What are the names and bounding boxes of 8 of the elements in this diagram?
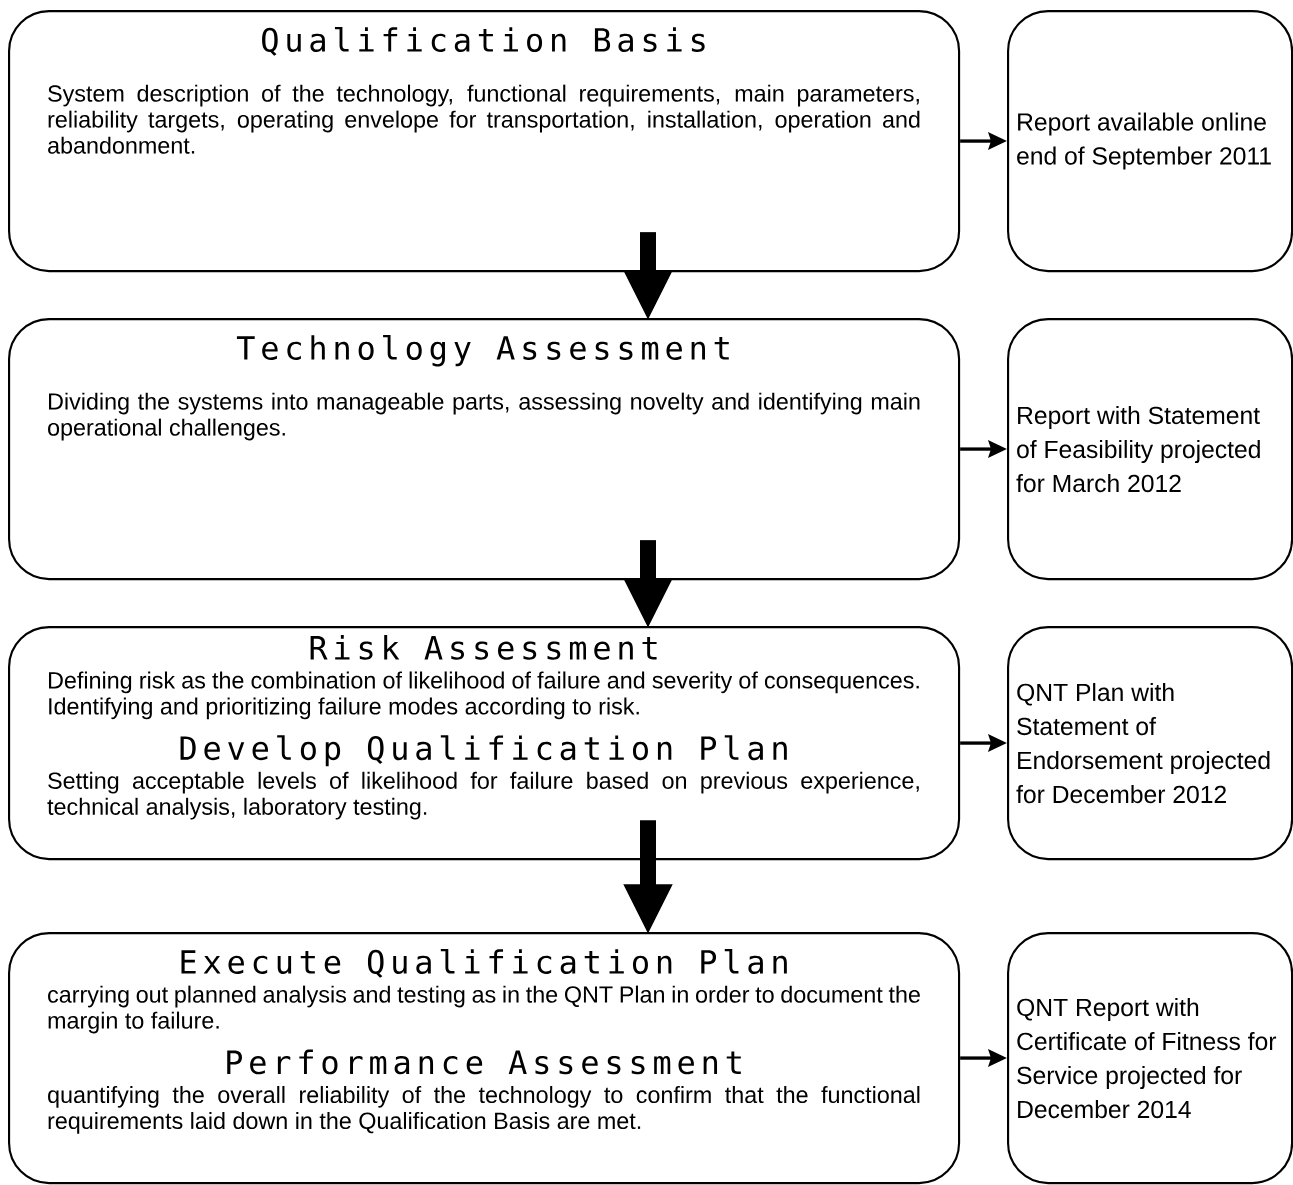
result-box: Report available online end of September 2011	[1007, 10, 1293, 273]
process-box: Technology Assessment Dividing the systems into manageable parts, assessing novelty and identifying main operational challenges.	[8, 318, 961, 581]
process-box: Qualification Basis System description of the technology, functional requirements, main parameters, reliability targets, operating envelope for transportation, installation, operation and abandonment.	[8, 10, 961, 273]
result-box: QNT Report with Certificate of Fitness for Service projected for December 2014	[1007, 932, 1293, 1185]
result-box: QNT Plan with Statement of Endorsement projected for December 2012	[1007, 626, 1293, 861]
process-box: Risk Assessment Defining risk as the combination of likelihood of failure and severity of consequences. Identifying and prioritizing failure modes according to risk. Develop Qualification Plan Setting acceptable levels of likelihood for failure based on previous experience, technical analysis, laboratory testing.	[8, 626, 961, 861]
process-box: Execute Qualification Plan carrying out planned analysis and testing as in the QNT Plan in order to document the margin to failure. Performance Assessment quantifying the overall reliability of the technology to confirm that the functional requirements laid down in the Qualification Basis are met.	[8, 932, 961, 1185]
result-box: Report with Statement of Feasibility projected for March 2012	[1007, 318, 1293, 581]
